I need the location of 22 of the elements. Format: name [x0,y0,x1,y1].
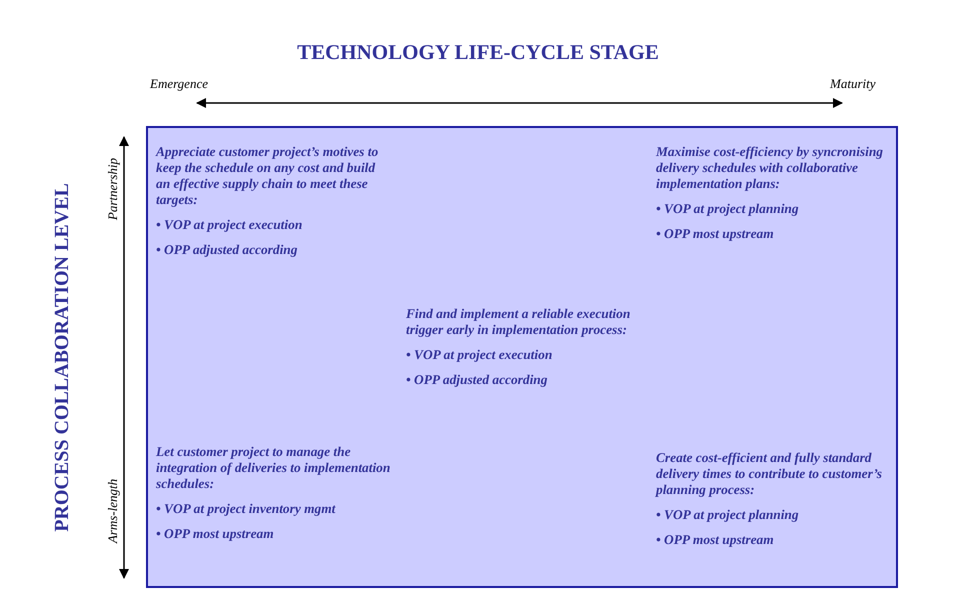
bullet-item: • OPP most upstream [656,226,775,242]
chart-title: TECHNOLOGY LIFE-CYCLE STAGE [297,40,659,64]
axis-title: PROCESS COLLABORATION LEVEL [50,182,74,532]
strategy-text: Create cost-efficient and fully standard delivery times to contribute to customer’s planning process: [656,450,884,498]
bullet-item: • OPP adjusted according [406,372,548,388]
strategy-text: Let customer project to manage the integration of deliveries to implementation schedules: [156,444,391,492]
axis-label: Emergence [150,76,208,92]
bullet-item: • VOP at project inventory mgmt [156,501,337,517]
bullet-item: • VOP at project execution [156,217,304,233]
axis-label: Maturity [830,76,876,92]
bullet-item: • VOP at project planning [656,201,800,217]
bullet-item: • VOP at project planning [656,507,800,523]
bullet-item: • OPP adjusted according [156,242,298,258]
strategy-text: Appreciate customer project’s motives to keep the schedule on any cost and build an effective supply chain to meet these targets: [156,144,380,208]
strategy-text: Find and implement a reliable execution trigger early in implementation process: [406,306,632,338]
axis-label: Partnership [105,158,122,220]
bullet-item: • OPP most upstream [156,526,275,542]
bullet-item: • OPP most upstream [656,532,775,548]
axis-label: Arms-length [105,478,122,544]
bullet-item: • VOP at project execution [406,347,554,363]
strategy-text: Maximise cost-efficiency by syncronising delivery schedules with collaborative implementation plans: [656,144,884,192]
quadrant-panel [146,126,898,588]
